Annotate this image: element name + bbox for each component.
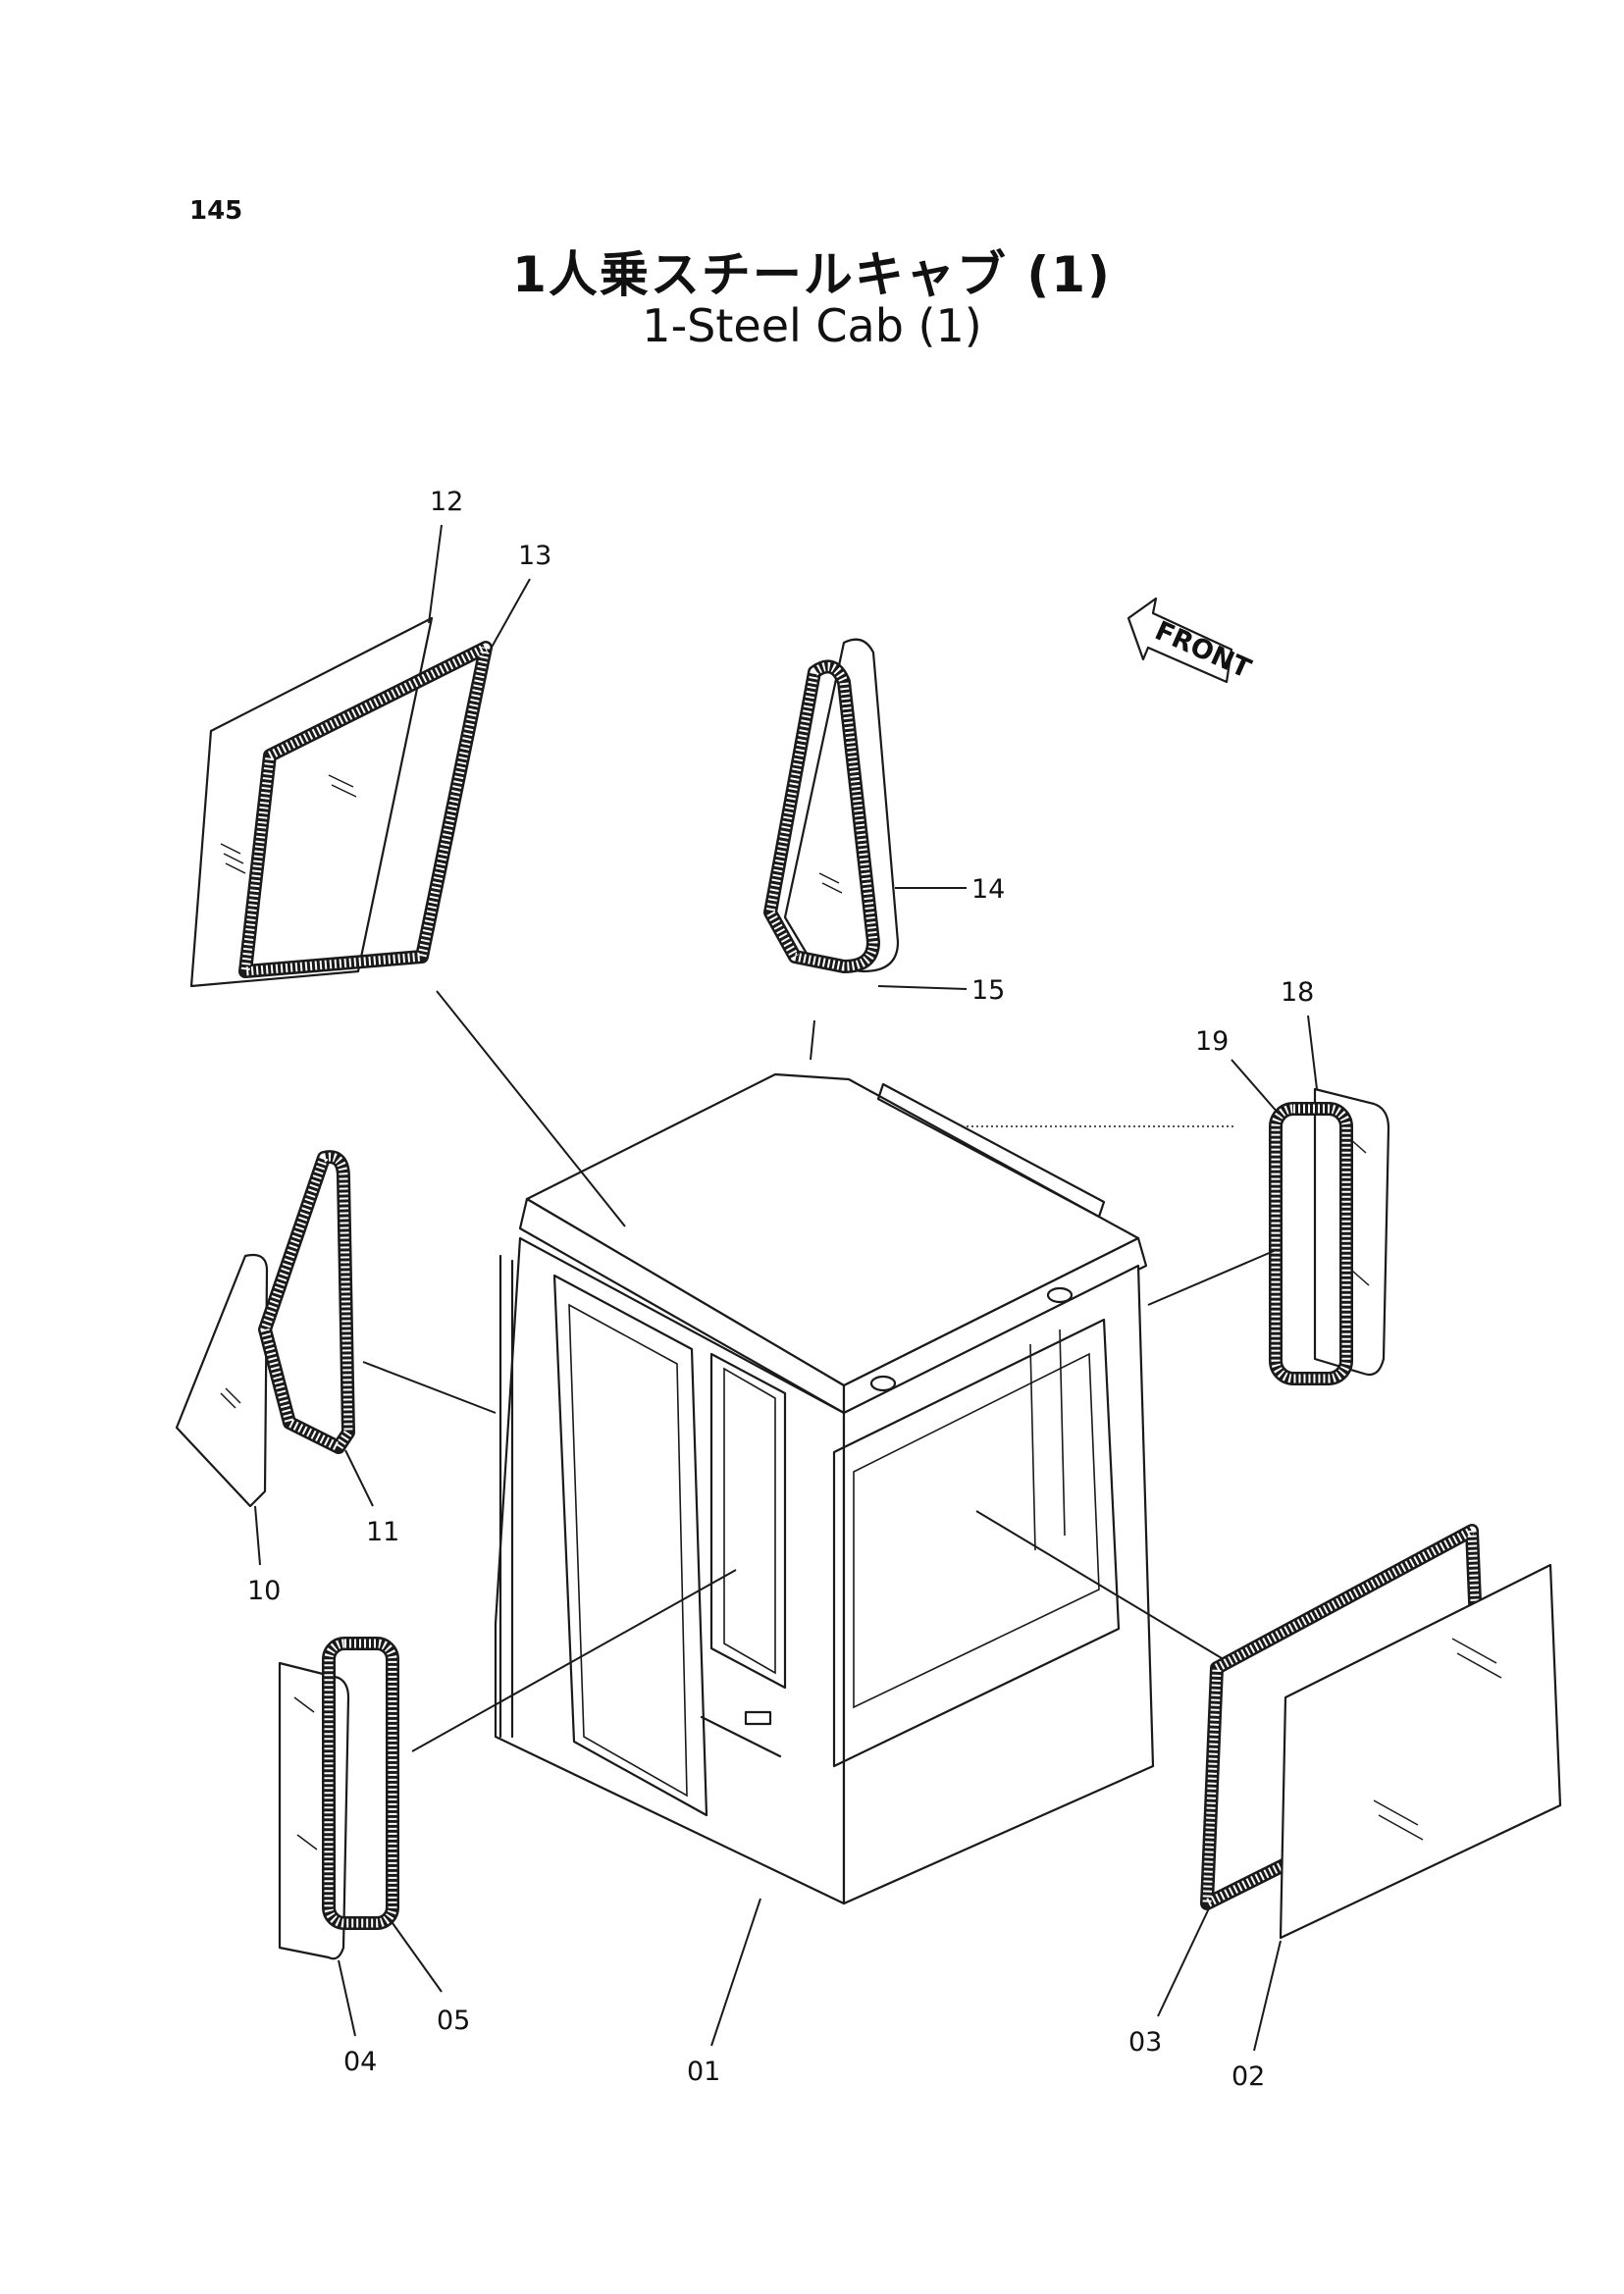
leader-19 [1231, 1059, 1280, 1115]
part-label-04: 04 [343, 2047, 377, 2077]
leader-18 [1307, 1015, 1318, 1090]
window-glass-02 [1279, 1563, 1562, 1940]
leader-04-05-to-cab [411, 1569, 737, 1752]
window-glass-12 [189, 616, 434, 988]
grab-rail [498, 1254, 514, 1739]
leader-02 [1253, 1940, 1282, 2052]
cab-roof-side-edge [842, 1236, 1148, 1415]
part-label-02: 02 [1231, 2061, 1265, 2092]
door-handle-line [700, 1715, 782, 1758]
front-arrow-icon [1126, 597, 1233, 684]
leader-02-03-to-cab [975, 1510, 1223, 1659]
leader-12-13-to-cab [436, 990, 626, 1227]
part-label-01: 01 [687, 2057, 720, 2087]
window-seal-15 [763, 659, 880, 973]
roof-rail [876, 1082, 1106, 1219]
window-glass-10 [175, 1253, 269, 1508]
front-direction-arrow: FRONT [1126, 597, 1256, 685]
side-window-inner [853, 1352, 1100, 1709]
leader-05 [392, 1922, 443, 1993]
page-number: 145 [189, 196, 243, 226]
door-handle [744, 1710, 772, 1726]
glass-panel-10 [175, 1253, 269, 1508]
side-window-opening [832, 1318, 1121, 1768]
leader-15 [877, 985, 968, 990]
cab-side-face [842, 1264, 1155, 1905]
leader-04 [338, 1959, 356, 2037]
window-seal-13 [238, 641, 493, 978]
front-window-opening [552, 1274, 708, 1817]
roof-bracket [1046, 1286, 1074, 1304]
part-label-13: 13 [518, 541, 551, 571]
front-window-inner [568, 1303, 688, 1798]
window-seal-11 [258, 1150, 355, 1454]
part-label-14: 14 [971, 874, 1005, 905]
glass-panel-12 [189, 616, 434, 988]
part-label-05: 05 [437, 2006, 470, 2036]
part-label-10: 10 [247, 1576, 281, 1606]
front-arrow-label: FRONT [1150, 615, 1255, 685]
title-japanese: 1人乗スチールキャブ (1) [512, 246, 1112, 303]
part-label-15: 15 [971, 975, 1005, 1006]
leader-03 [1157, 1907, 1210, 2017]
glass-panel-02 [1279, 1563, 1562, 1940]
leader-18-19-to-cab [1147, 1250, 1275, 1306]
leader-01 [710, 1898, 761, 2047]
window-seal-05 [322, 1637, 399, 1930]
leader-10-11-to-cab [362, 1361, 497, 1414]
door-window-inner [723, 1367, 776, 1675]
door-window [709, 1352, 787, 1690]
part-label-12: 12 [430, 487, 463, 517]
leader-14-15-to-cab [810, 1019, 815, 1061]
window-seal-19 [1269, 1102, 1353, 1385]
part-label-03: 03 [1128, 2027, 1162, 2058]
roof-bracket [869, 1375, 897, 1392]
part-label-19: 19 [1195, 1026, 1229, 1057]
rear-post [1029, 1329, 1066, 1551]
leader-10 [254, 1505, 261, 1566]
leader-13 [488, 578, 531, 653]
cab-body-01 [494, 1072, 1155, 1905]
leader-11 [344, 1449, 374, 1507]
part-label-18: 18 [1281, 977, 1314, 1008]
leader-12 [428, 524, 443, 624]
title-english: 1-Steel Cab (1) [642, 299, 982, 352]
part-label-11: 11 [366, 1517, 399, 1547]
